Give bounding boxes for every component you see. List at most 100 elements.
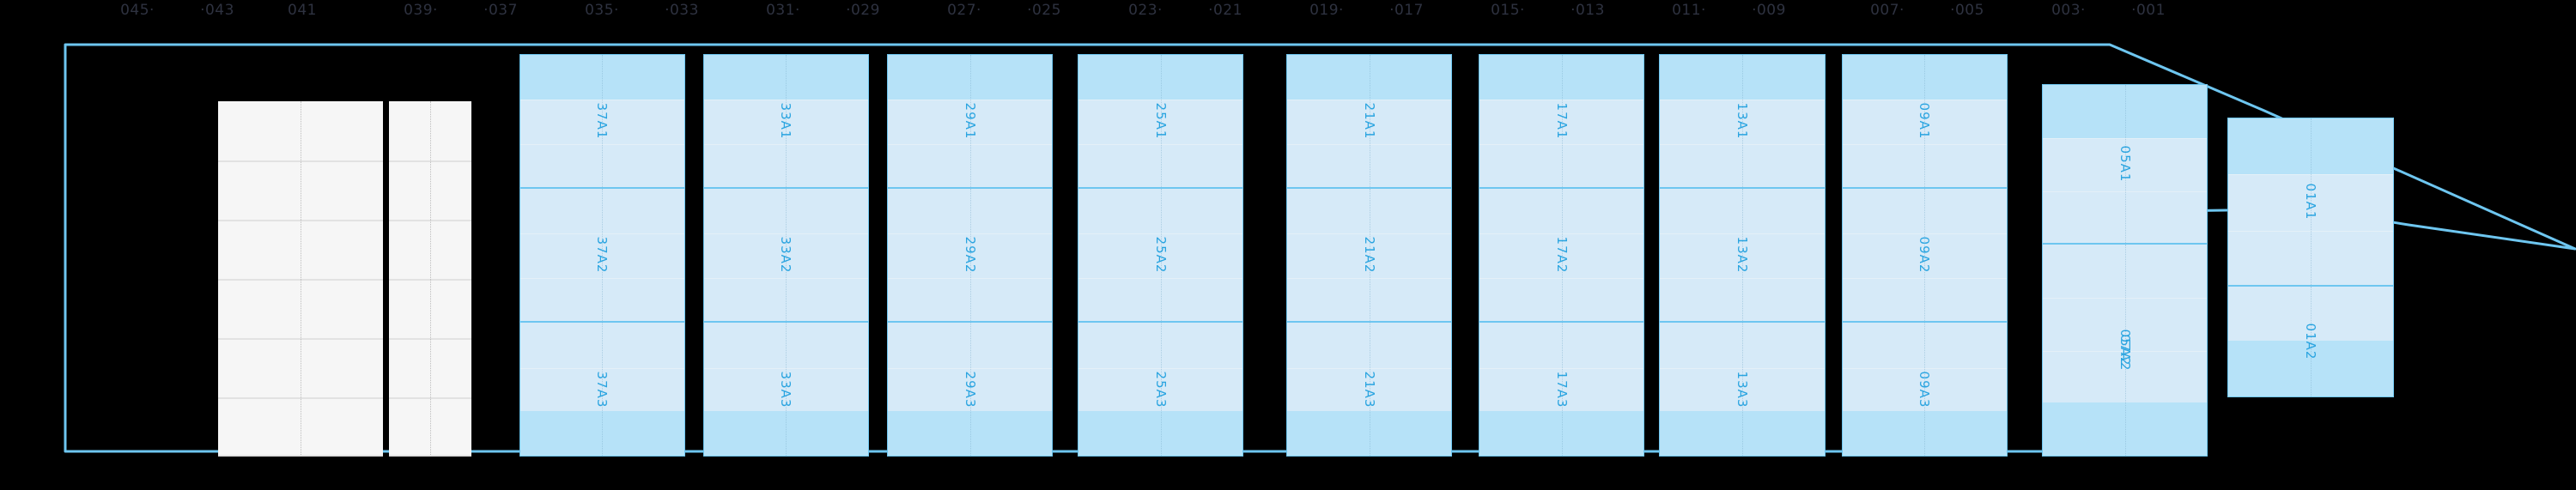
bay-013-section-3[interactable]: 13A3 [1659,322,1826,457]
bay-029-section-3[interactable]: 29A3 [887,322,1054,457]
bay-043-empty[interactable] [218,100,383,457]
stack-label: 25A1 [1152,102,1169,140]
bay-centerline [786,54,787,188]
stack-label: 13A1 [1735,102,1750,140]
bay-037-section-2[interactable]: 37A2 [519,188,685,323]
tier-cap-band [2228,118,2393,175]
bay-037-section-3[interactable]: 37A3 [519,322,685,457]
row-divider [519,233,684,235]
bay-033-section-2[interactable]: 33A2 [702,188,870,323]
bay-centerline [1160,189,1162,322]
tier-cap-band [2228,340,2393,397]
bay-number-label: 035· [585,2,619,19]
bay-033-section-3[interactable]: 33A3 [702,322,870,457]
stack-label: 29A2 [962,236,978,274]
row-divider [1660,233,1825,235]
bay-centerline [969,323,971,456]
row-divider [1479,233,1644,235]
bay-041-empty-section-1[interactable] [389,100,472,457]
bay-041-empty[interactable] [389,100,472,457]
bay-021-section-2[interactable]: 21A2 [1286,188,1453,323]
bay-number-label: 041 [288,2,317,19]
tier-cap-band [1660,410,1825,456]
bay-017-section-2[interactable]: 17A2 [1478,188,1645,323]
bay-021-section-1[interactable]: 21A1 [1286,53,1453,189]
bay-009-section-2[interactable]: 09A2 [1841,188,2008,323]
bay-013-section-1[interactable]: 13A1 [1659,53,1826,189]
tier-cap-band [703,54,869,100]
tier-cap-band [519,54,684,100]
bay-017-section-1[interactable]: 17A1 [1478,53,1645,189]
stack-label: 25A2 [1152,236,1169,274]
bay-number-label: ·037 [483,2,518,19]
bay-009-section-1[interactable]: 09A1 [1841,53,2008,189]
stack-label: 29A3 [962,371,978,408]
stack-label: 01A2 [2302,323,2318,360]
tier-cap-band [888,54,1053,100]
bay-025-section-2[interactable]: 25A2 [1078,188,1244,323]
bay-029[interactable]: 29A1 29A2 29A3 [887,53,1054,457]
row-divider [2043,350,2208,352]
bay-centerline [2310,286,2312,397]
stack-label: 09A3 [1917,371,1933,408]
bay-centerline [602,323,604,456]
row-divider [1287,233,1452,235]
row-divider [1078,367,1243,369]
bay-001-section-1[interactable]: 01A1 [2227,118,2394,286]
bay-number-label: 039· [404,2,438,19]
stack-label: 29A1 [962,102,978,140]
bay-001[interactable]: 01A1 01A2 [2227,118,2394,398]
row-divider [1078,143,1243,145]
bay-029-section-2[interactable]: 29A2 [887,188,1054,323]
stack-label: 17A1 [1553,102,1570,140]
stack-label: 05A1 [2117,145,2133,183]
bay-001-section-2[interactable]: 01A2 [2227,285,2394,398]
bay-025-section-1[interactable]: 25A1 [1078,53,1244,189]
bay-centerline [1160,323,1162,456]
row-divider [1479,278,1644,280]
bay-009-section-3[interactable]: 09A3 [1841,322,2008,457]
row-divider [519,367,684,369]
bay-005-section-1[interactable]: 05A1 [2042,84,2208,244]
bay-029-section-1[interactable]: 29A1 [887,53,1054,189]
row-divider [1842,233,2007,235]
bay-033-section-1[interactable]: 33A1 [702,53,870,189]
row-divider [1660,143,1825,145]
tier-cap-band [519,410,684,456]
bay-013-section-2[interactable]: 13A2 [1659,188,1826,323]
row-divider [888,233,1053,235]
bay-017-section-3[interactable]: 17A3 [1478,322,1645,457]
stack-label: 33A3 [778,371,794,408]
bay-021-section-3[interactable]: 21A3 [1286,322,1453,457]
bay-043-empty-section-1[interactable] [218,100,383,457]
row-divider [1287,143,1452,145]
bay-number-label: 031· [766,2,800,19]
bay-025-section-3[interactable]: 25A3 [1078,322,1244,457]
row-divider [519,143,684,145]
tier-cap-band [1078,54,1243,100]
bay-number-label: 011· [1672,2,1706,19]
row-divider [703,143,869,145]
row-divider [888,278,1053,280]
bay-centerline [1742,189,1743,322]
row-divider [2043,297,2208,299]
bay-centerline [1742,54,1743,188]
bay-037-section-1[interactable]: 37A1 [519,53,685,189]
row-divider [2228,174,2393,176]
bay-centerline [602,54,604,188]
bay-number-label: ·033 [665,2,699,19]
row-divider [888,143,1053,145]
bay-number-label: 023· [1128,2,1163,19]
stack-label: 21A3 [1361,371,1377,408]
bay-025[interactable]: 25A1 25A2 25A3 [1078,53,1244,457]
